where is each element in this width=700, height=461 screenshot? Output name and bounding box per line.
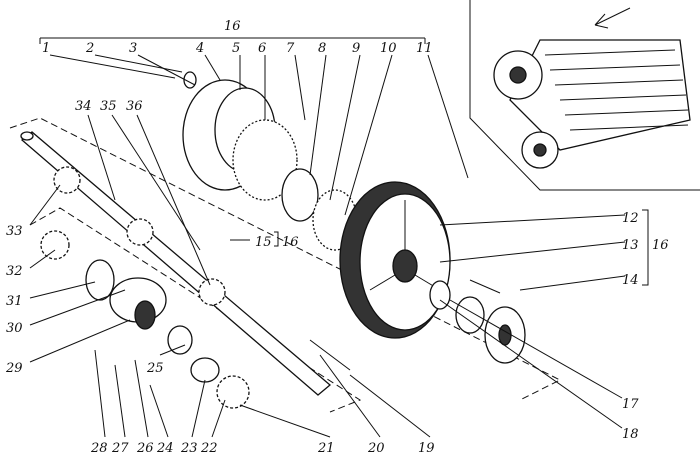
label-9: 9 bbox=[352, 41, 360, 56]
label-36: 36 bbox=[126, 99, 143, 114]
label-23: 23 bbox=[180, 441, 198, 456]
label-31: 31 bbox=[6, 294, 23, 309]
label-28: 28 bbox=[90, 441, 108, 456]
label-2: 2 bbox=[85, 41, 94, 56]
label-15: 15 bbox=[255, 235, 272, 250]
label-group-16: 16 bbox=[224, 19, 241, 34]
inset-machine-view bbox=[469, 0, 700, 191]
label-27: 27 bbox=[111, 441, 129, 456]
label-34: 34 bbox=[75, 99, 92, 114]
label-5: 5 bbox=[232, 41, 240, 56]
label-18: 18 bbox=[622, 427, 639, 442]
label-32: 32 bbox=[6, 264, 23, 279]
label-7: 7 bbox=[286, 41, 295, 56]
label-29: 29 bbox=[5, 361, 23, 376]
label-22: 22 bbox=[200, 441, 218, 456]
sprockets bbox=[40, 166, 250, 409]
leader-lines bbox=[29, 54, 626, 438]
label-20: 20 bbox=[367, 441, 385, 456]
label-6: 6 bbox=[258, 41, 266, 56]
label-13: 13 bbox=[622, 238, 639, 253]
label-19: 19 bbox=[418, 441, 435, 456]
arrow-icon bbox=[594, 7, 631, 29]
label-26: 26 bbox=[136, 441, 154, 456]
pulley bbox=[339, 181, 451, 339]
label-3: 3 bbox=[129, 41, 137, 56]
brake-discs bbox=[182, 71, 358, 251]
label-24: 24 bbox=[156, 441, 174, 456]
label-14: 14 bbox=[622, 273, 639, 288]
label-11: 11 bbox=[416, 41, 433, 56]
label-8: 8 bbox=[318, 41, 326, 56]
label-10: 10 bbox=[380, 41, 397, 56]
label-33: 33 bbox=[6, 224, 23, 239]
label-17: 17 bbox=[622, 397, 639, 412]
label-group-16-right: 16 bbox=[652, 238, 669, 253]
label-21: 21 bbox=[317, 441, 335, 456]
label-12: 12 bbox=[622, 211, 639, 226]
label-30: 30 bbox=[6, 321, 23, 336]
shaft bbox=[20, 131, 332, 396]
label-group-16-mid: 16 bbox=[282, 235, 299, 250]
part-labels: 16 1 2 3 4 5 6 7 8 9 10 11 12 13 14 16 1… bbox=[5, 19, 669, 456]
label-4: 4 bbox=[195, 41, 204, 56]
label-1: 1 bbox=[42, 41, 50, 56]
label-35: 35 bbox=[100, 99, 117, 114]
label-25: 25 bbox=[146, 361, 164, 376]
